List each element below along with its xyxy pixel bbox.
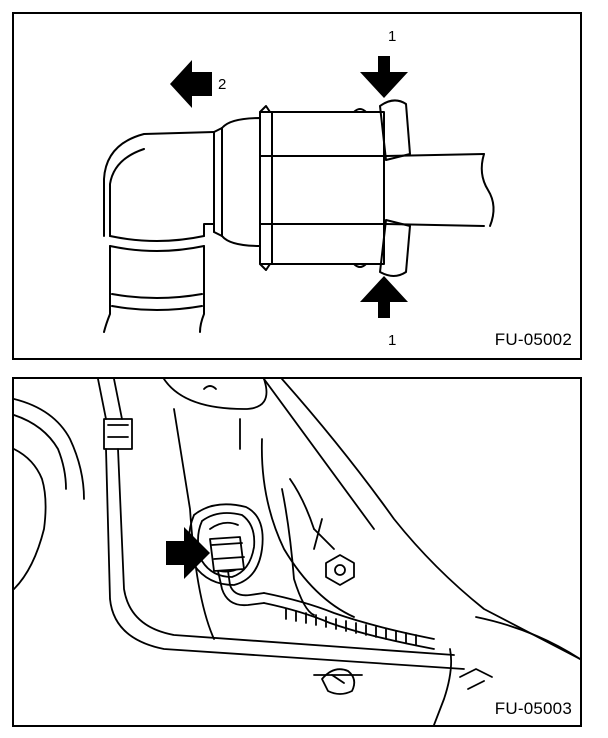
callout-label-bottom: 1: [388, 332, 397, 349]
connector-location-illustration: [14, 379, 580, 725]
quick-connector-illustration: [103, 56, 495, 333]
figure-code: FU-05002: [494, 330, 572, 349]
figure-quick-connector: 1 1 2 FU-05002: [12, 12, 582, 360]
pull-direction-arrow-icon: [170, 60, 212, 108]
figure-connector-location: FU-05003: [12, 377, 582, 727]
pointer-arrow-icon: [166, 527, 210, 579]
press-arrow-icon: [360, 56, 408, 98]
figure-code: FU-05003: [494, 699, 572, 718]
press-arrow-icon: [360, 276, 408, 318]
callout-label-direction: 2: [218, 76, 227, 93]
callout-label-top: 1: [388, 28, 397, 45]
